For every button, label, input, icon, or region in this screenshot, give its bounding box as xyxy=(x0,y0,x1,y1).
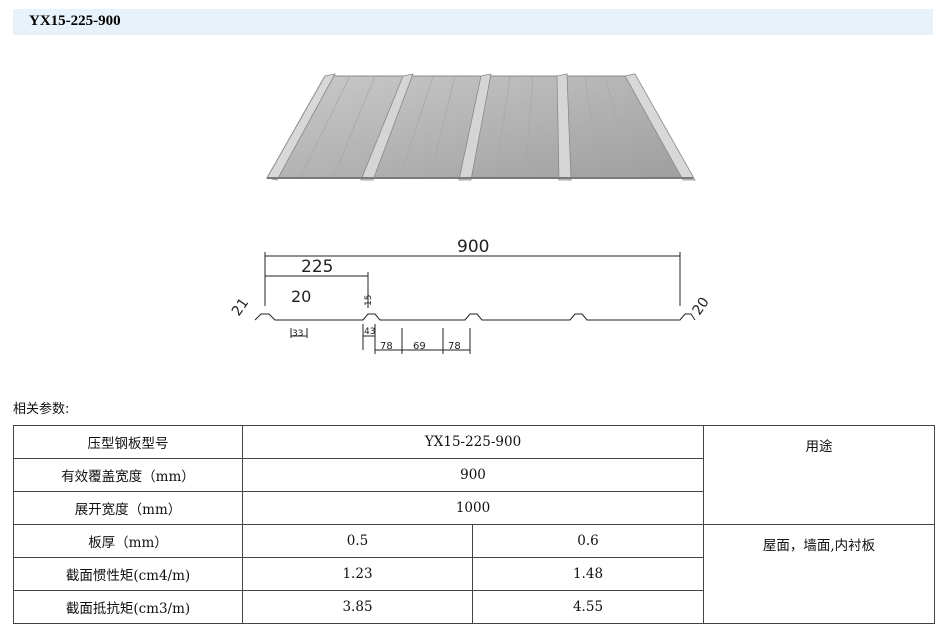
cell-thickness-label: 板厚（mm） xyxy=(13,524,243,558)
title-bar: YX15-225-900 xyxy=(13,9,933,35)
dim-seg-b: 69 xyxy=(413,341,426,352)
cell-model-value: YX15-225-900 xyxy=(241,425,705,459)
cell-thickness-1: 0.5 xyxy=(242,524,473,558)
dim-pitch: 225 xyxy=(301,257,333,277)
dim-edge-right: 20 xyxy=(689,295,712,319)
dim-rib-base: 43 xyxy=(364,327,375,337)
table-row: 板厚（mm） 0.5 0.6 屋面，墙面,内衬板 xyxy=(13,524,936,624)
dim-edge-left: 21 xyxy=(229,295,252,319)
dim-bottom-left: 33 xyxy=(292,329,303,339)
dim-seg-c: 78 xyxy=(448,341,461,352)
cell-modulus-1: 3.85 xyxy=(242,590,473,624)
table-row: 截面惯性矩(cm4/m) 1.23 1.48 xyxy=(13,557,935,591)
cell-modulus-2: 4.55 xyxy=(471,590,705,624)
cell-inertia-1: 1.23 xyxy=(242,557,473,591)
table-row: 压型钢板型号 YX15-225-900 用途 xyxy=(13,425,936,525)
table-row: 截面抵抗矩(cm3/m) 3.85 4.55 xyxy=(13,590,935,624)
profile-drawing: 900 225 20 21 20 15 33 43 78 69 78 xyxy=(229,237,713,354)
page-title: YX15-225-900 xyxy=(29,13,121,29)
cell-unfold-width-value: 1000 xyxy=(241,491,705,525)
dim-rib-height: 15 xyxy=(364,295,374,306)
steel-sheet-image xyxy=(266,73,696,181)
spec-table: 压型钢板型号 YX15-225-900 用途 有效覆盖宽度（mm） 900 展开… xyxy=(13,425,936,624)
table-row: 展开宽度（mm） 1000 xyxy=(13,491,935,525)
cell-cover-width-label: 有效覆盖宽度（mm） xyxy=(13,458,243,492)
cell-inertia-2: 1.48 xyxy=(471,557,705,591)
cell-thickness-2: 0.6 xyxy=(471,524,705,558)
dim-seg-a: 78 xyxy=(380,341,393,352)
dim-rib-top: 20 xyxy=(291,287,311,306)
cell-model-label: 压型钢板型号 xyxy=(13,425,243,459)
cell-usage-value: 屋面，墙面,内衬板 xyxy=(703,524,936,624)
params-heading: 相关参数: xyxy=(13,402,70,417)
dim-total-width: 900 xyxy=(457,237,489,257)
cell-usage-label: 用途 xyxy=(703,425,936,525)
cell-inertia-label: 截面惯性矩(cm4/m) xyxy=(13,557,243,591)
cell-cover-width-value: 900 xyxy=(241,458,705,492)
cell-unfold-width-label: 展开宽度（mm） xyxy=(13,491,243,525)
table-row: 有效覆盖宽度（mm） 900 xyxy=(13,458,935,492)
cell-modulus-label: 截面抵抗矩(cm3/m) xyxy=(13,590,243,624)
